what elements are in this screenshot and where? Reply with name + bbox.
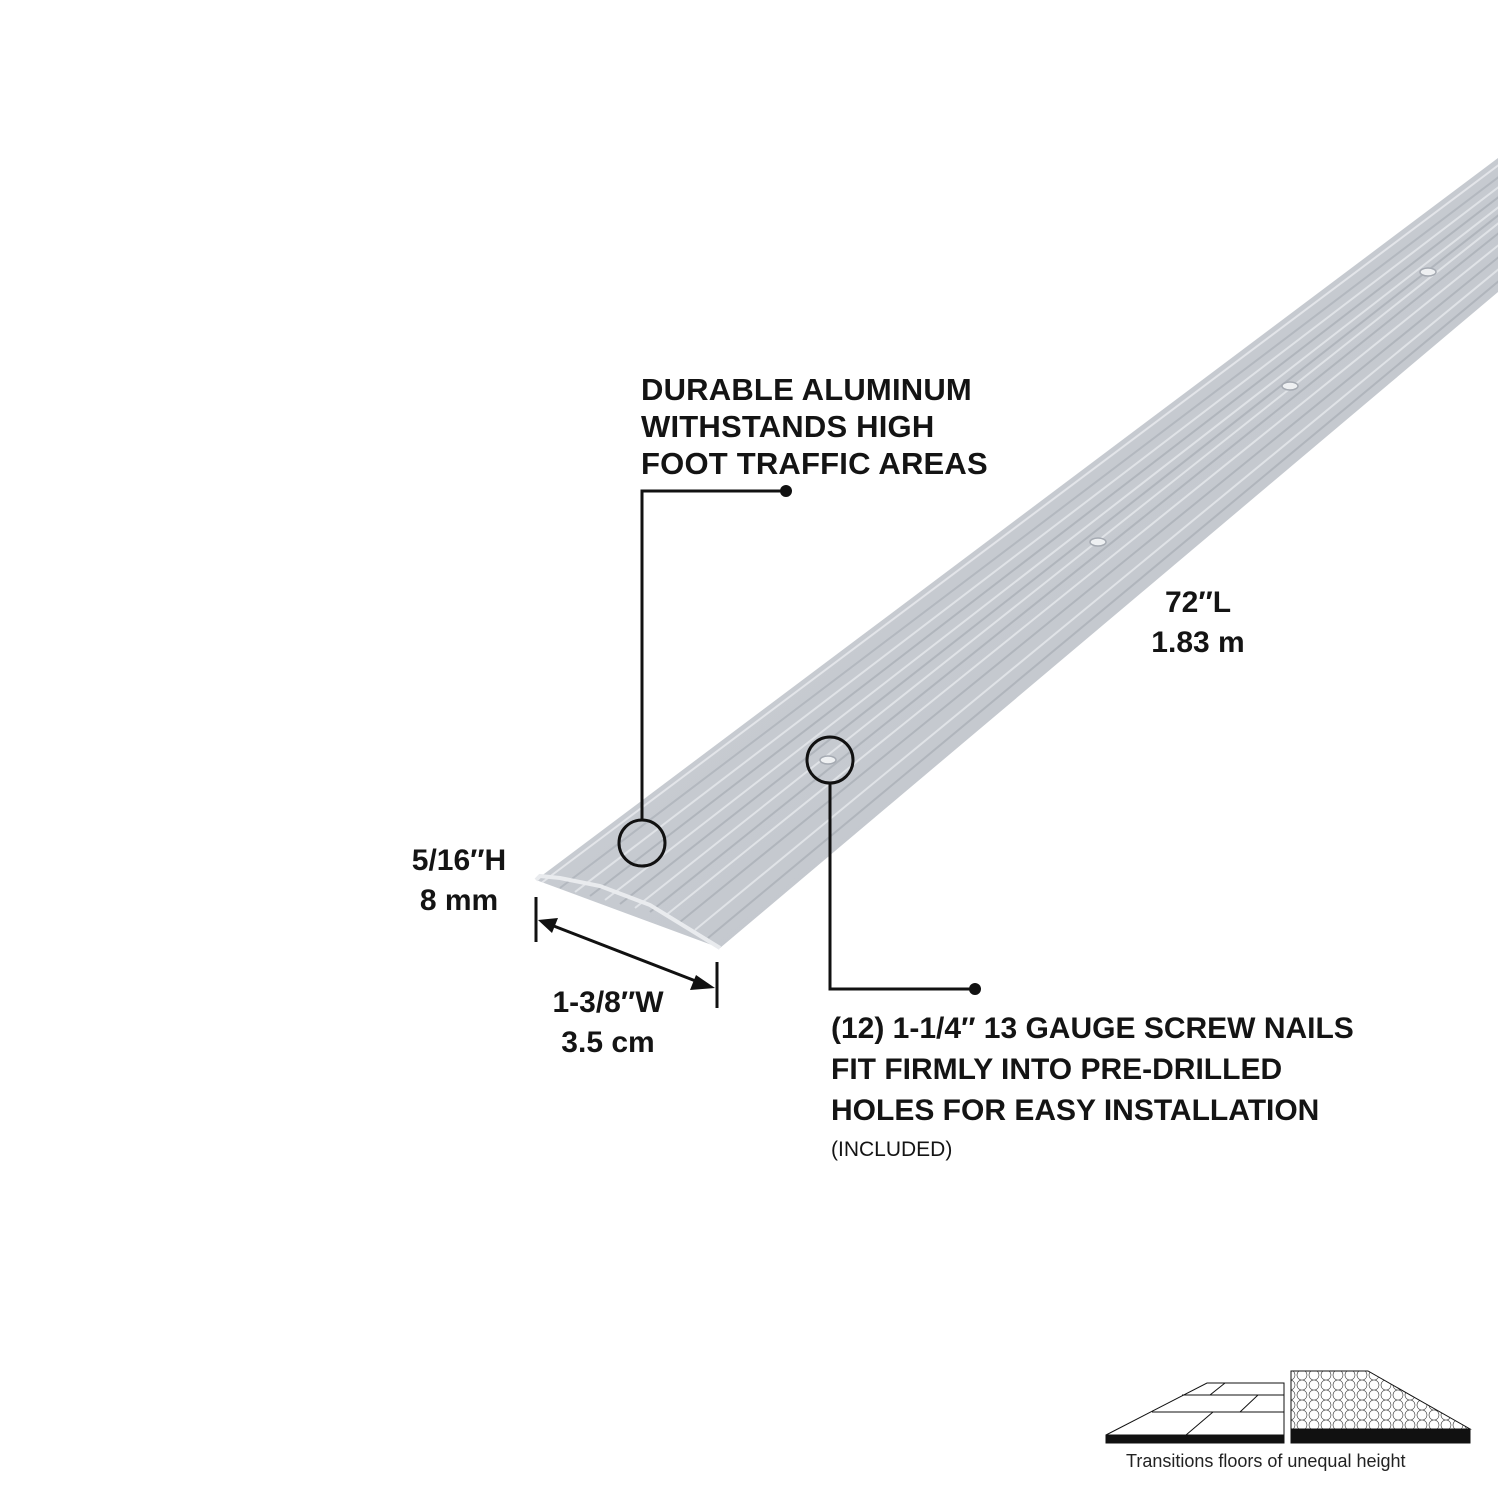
length-metric: 1.83 m — [1151, 626, 1245, 659]
height-dimension-label: 5/16″H 8 mm — [392, 846, 526, 926]
callout-fasteners-line-3: HOLES FOR EASY INSTALLATION — [831, 1094, 1320, 1127]
callout-durability-leader — [617, 489, 786, 868]
height-imperial: 5/16″H — [411, 844, 507, 877]
height-metric: 8 mm — [419, 884, 499, 917]
callout-durability-text: DURABLE ALUMINUM WITHSTANDS HIGH FOOT TR… — [641, 374, 988, 485]
callout-fasteners-line-1: (12) 1-1/4″ 13 GAUGE SCREW NAILS — [831, 1012, 1354, 1045]
callout-fasteners-text: (12) 1-1/4″ 13 GAUGE SCREW NAILS FIT FIR… — [831, 1014, 1354, 1180]
width-imperial: 1-3/8″W — [552, 986, 664, 1019]
callout-durability-line-1: DURABLE ALUMINUM — [641, 372, 972, 407]
callout-fasteners-dot — [969, 983, 981, 995]
callout-fasteners-leader — [805, 735, 975, 991]
screw-holes — [819, 267, 1437, 765]
width-dimension-label: 1-3/8″W 3.5 cm — [530, 988, 686, 1068]
width-metric: 3.5 cm — [561, 1026, 655, 1059]
length-imperial: 72″L — [1164, 586, 1232, 619]
tile-floor-icon — [1105, 1382, 1285, 1444]
floor-transition-icon — [1105, 1370, 1472, 1444]
floor-transition-caption: Transitions floors of unequal height — [1126, 1451, 1406, 1471]
length-dimension-label: 72″L 1.83 m — [1128, 588, 1268, 668]
callout-fasteners-line-2: FIT FIRMLY INTO PRE-DRILLED — [831, 1053, 1283, 1086]
callout-durability-dot — [780, 485, 792, 497]
threshold-strip — [534, 158, 1498, 950]
callout-durability-line-3: FOOT TRAFFIC AREAS — [641, 446, 988, 481]
carpet-floor-icon — [1290, 1370, 1472, 1444]
width-dimension-arrow — [534, 897, 719, 1008]
callout-durability-line-2: WITHSTANDS HIGH — [641, 409, 935, 444]
callout-fasteners-note: (INCLUDED) — [831, 1138, 953, 1161]
